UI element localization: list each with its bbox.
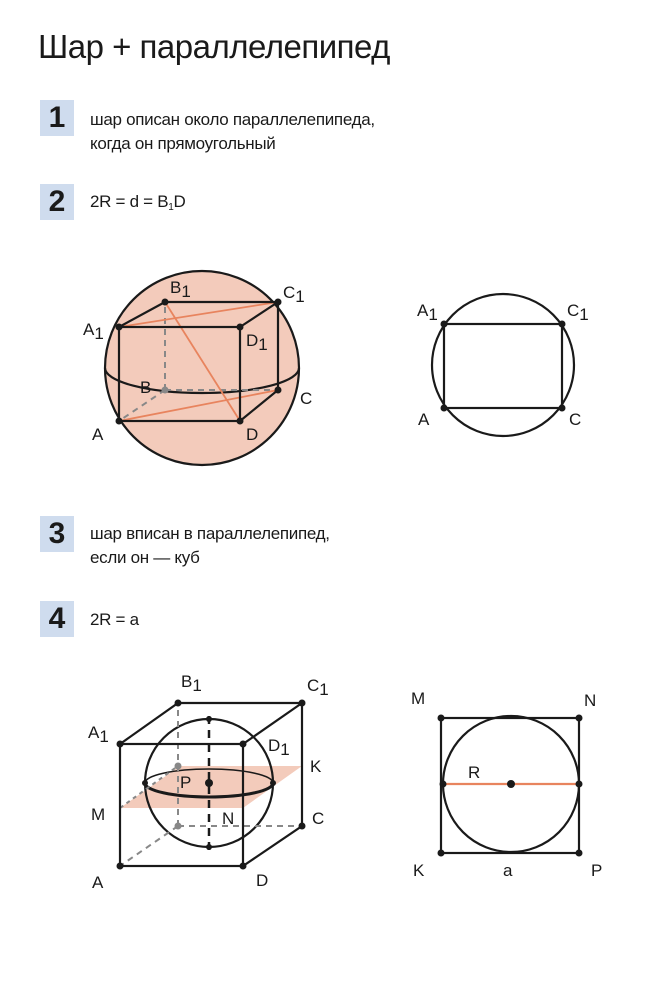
step-2-formula-a: 2R = d = B: [90, 192, 169, 211]
step-3-text: шар вписан в параллелепипед, если он — к…: [90, 522, 330, 570]
label-c1: C1: [283, 283, 305, 306]
hidden-edge-b-a: [119, 825, 179, 867]
step-3-line-1: шар вписан в параллелепипед,: [90, 524, 330, 543]
step-number-1: 1: [40, 100, 74, 136]
cube-label-b1: B1: [181, 672, 202, 695]
vertex-d: [236, 417, 244, 425]
diagonal-a1-c1: [118, 301, 279, 328]
label-b: B: [140, 378, 151, 397]
square-label-k: K: [413, 861, 425, 880]
cube-vertex-a1: [116, 740, 124, 748]
step-number-4: 4: [40, 601, 74, 637]
hidden-edge-b-a: [118, 389, 166, 422]
section-plane: [120, 766, 302, 808]
diagonal-b1-d: [164, 301, 241, 422]
step-4-formula: 2R = a: [90, 610, 139, 629]
square-vertex-n: [575, 714, 583, 722]
cube-label-k: K: [310, 757, 322, 776]
plane-vertex-p: [174, 762, 182, 770]
step-3-line-2: если он — куб: [90, 548, 200, 567]
box-front-face: [117, 325, 242, 423]
square-vertex-k: [437, 849, 445, 857]
square-vertex-p: [575, 849, 583, 857]
label-b1: B1: [170, 278, 191, 301]
section-label-c: C: [569, 410, 581, 429]
cube-front-face: [118, 742, 245, 868]
section-vertex-c1: [558, 320, 566, 328]
square-vertex-m: [437, 714, 445, 722]
sphere-center: [205, 779, 213, 787]
sphere-bottom-point: [206, 844, 212, 850]
step-2-formula-b: D: [173, 192, 186, 211]
label-d: D: [246, 425, 258, 444]
vertex-b1: [161, 298, 169, 306]
section-label-c1: C1: [567, 301, 589, 324]
step-number-3: 3: [40, 516, 74, 552]
label-a: A: [92, 425, 104, 444]
square-label-r: R: [468, 763, 480, 782]
tangent-left: [439, 780, 447, 788]
tangent-point-left: [142, 780, 148, 786]
step-1-line-1: шар описан около параллелепипеда,: [90, 110, 375, 129]
section-label-a1: A1: [417, 301, 438, 324]
cube-vertex-b: [174, 822, 182, 830]
sphere-equator-back: [144, 768, 274, 784]
section-vertex-a1: [440, 320, 448, 328]
cube-vertex-b1: [174, 699, 182, 707]
vertex-d1: [236, 323, 244, 331]
vertex-a1: [115, 323, 123, 331]
section-vertex-a: [440, 404, 448, 412]
square-label-m: M: [411, 689, 425, 708]
sphere-equator: [103, 367, 301, 395]
label-c: C: [300, 389, 312, 408]
square-label-n: N: [584, 691, 596, 710]
tangent-right: [575, 780, 583, 788]
section-rectangle: [442, 322, 564, 410]
section-circle: [430, 292, 576, 438]
step-2-formula: 2R = d = B1D: [90, 190, 186, 220]
vertex-b: [161, 386, 169, 394]
sphere-top-point: [206, 716, 212, 722]
box-top-edges: [118, 300, 282, 328]
cube-top-edges: [119, 701, 306, 745]
cube-vertex-d1: [239, 740, 247, 748]
square-label-a: a: [503, 861, 513, 880]
step-2-formula-sub: 1: [168, 202, 174, 213]
vertex-c1: [274, 298, 282, 306]
cube-vertex-a: [116, 862, 124, 870]
step-number-2: 2: [40, 184, 74, 220]
cube-label-c: C: [312, 809, 324, 828]
step-1-text: шар описан около параллелепипеда, когда …: [90, 108, 375, 156]
square-label-p: P: [591, 861, 602, 880]
cube-label-p: P: [180, 773, 191, 792]
cube-label-c1: C1: [307, 676, 329, 699]
sphere-equator-front: [143, 782, 275, 799]
section-label-a: A: [418, 410, 430, 429]
cube-label-d1: D1: [268, 736, 290, 759]
cube-label-n: N: [222, 809, 234, 828]
cube-vertex-d: [239, 862, 247, 870]
label-a1: A1: [83, 320, 104, 343]
diagonal-a-c: [118, 389, 279, 422]
circle-center: [507, 780, 515, 788]
cube-vertex-c1: [298, 699, 306, 707]
cube-label-m: M: [91, 805, 105, 824]
cube-label-a: A: [92, 873, 104, 892]
cube-label-d: D: [256, 871, 268, 890]
step-1-line-2: когда он прямоугольный: [90, 134, 276, 153]
cube-vertex-c: [298, 822, 306, 830]
cube-label-a1: A1: [88, 723, 109, 746]
tangent-point-right: [270, 780, 276, 786]
vertex-a: [115, 417, 123, 425]
section-vertex-c: [558, 404, 566, 412]
vertex-c: [274, 386, 282, 394]
label-d1: D1: [246, 331, 268, 354]
hidden-plane-edge-m: [119, 765, 179, 809]
page-title: Шар + параллелепипед: [38, 28, 390, 65]
